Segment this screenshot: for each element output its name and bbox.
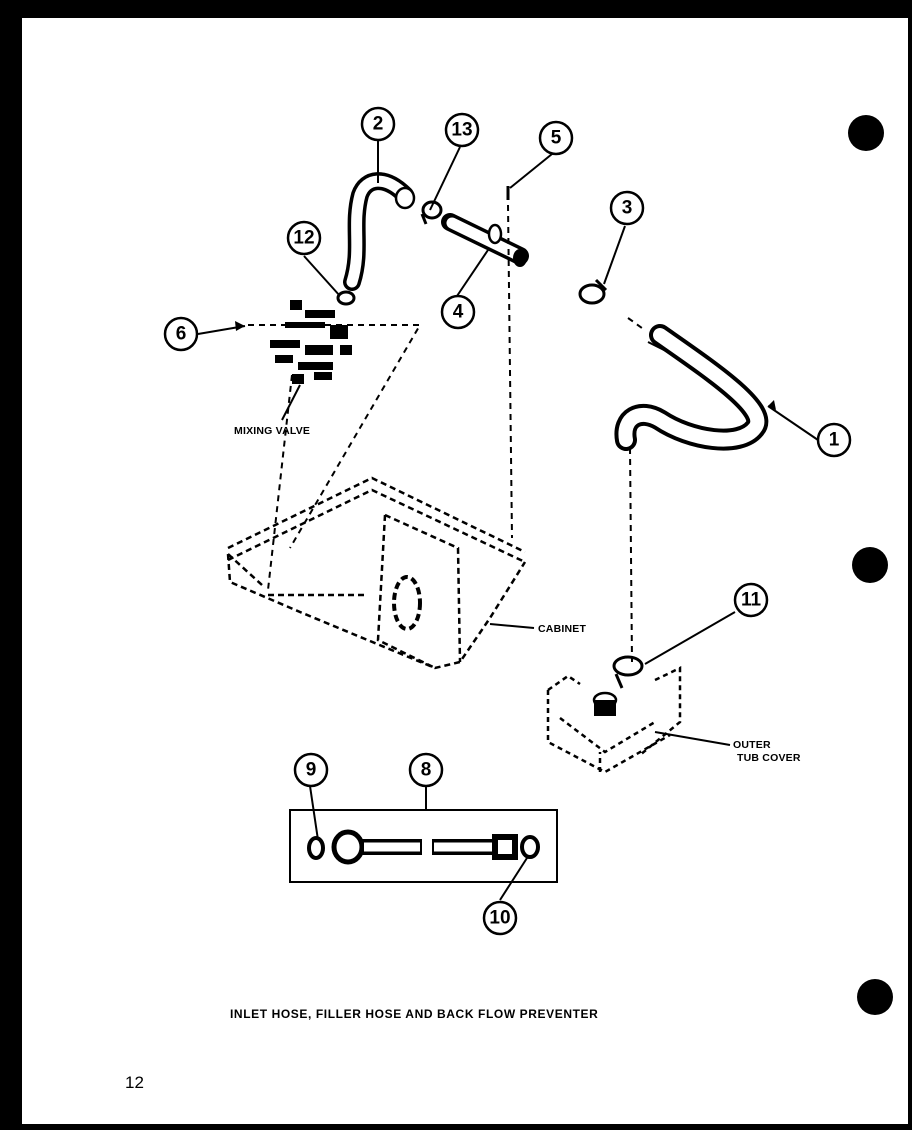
callout-13: 13 — [451, 120, 472, 141]
callout-6: 6 — [176, 324, 187, 345]
callout-circle-1 — [816, 422, 852, 458]
callout-12: 11 — [741, 590, 762, 611]
part-11-clamp — [336, 290, 356, 306]
callout-4: 4 — [453, 302, 464, 323]
callout-1: 1 — [829, 430, 840, 451]
part-10-washer — [520, 835, 540, 859]
part-1-inlet-hose — [614, 324, 769, 451]
part-9-washer — [307, 836, 325, 860]
callout-9: 9 — [306, 760, 317, 781]
callout-11: 12 — [293, 228, 314, 249]
callout-10: 10 — [489, 908, 510, 929]
callout-circle-8 — [408, 752, 444, 788]
outer-tub-cover — [546, 666, 682, 774]
callout-5: 5 — [551, 128, 562, 149]
callout-circle-12 — [733, 582, 769, 618]
label-mixing-valve: MIXING VALVE — [234, 425, 310, 437]
page-number: 12 — [125, 1073, 144, 1092]
callout-circle-4 — [440, 294, 476, 330]
callout-2: 2 — [373, 114, 384, 135]
leader-lines — [197, 140, 819, 901]
label-tub-cover: TUB COVER — [737, 752, 801, 764]
binder-hole-middle — [852, 547, 888, 583]
callout-circle-11 — [286, 220, 322, 256]
assembly-lines — [248, 204, 643, 663]
callout-circle-6 — [163, 316, 199, 352]
part-2-filler-hose — [343, 172, 416, 291]
callout-circle-13 — [444, 112, 480, 148]
part-12-clamp — [612, 655, 644, 689]
callout-8: 8 — [421, 760, 432, 781]
diagram-caption: INLET HOSE, FILLER HOSE AND BACK FLOW PR… — [230, 1007, 598, 1021]
label-cabinet: CABINET — [538, 623, 586, 635]
callout-circle-2 — [360, 106, 396, 142]
callout-3: 3 — [622, 198, 633, 219]
cabinet-opening — [392, 575, 422, 631]
part-3-clamp — [578, 278, 608, 305]
part-8-inlet-hose — [331, 829, 518, 865]
part-13-clamp — [420, 200, 443, 225]
callout-circle-10 — [482, 900, 518, 936]
callout-circle-5 — [538, 120, 574, 156]
callout-circle-9 — [293, 752, 329, 788]
tub-cover-spout — [592, 691, 618, 716]
arrowheads — [235, 321, 776, 410]
cabinet — [226, 476, 527, 670]
label-outer: OUTER — [733, 739, 771, 751]
callout-circle-3 — [609, 190, 645, 226]
binder-hole-bottom — [857, 979, 893, 1015]
page-paper — [22, 18, 908, 1124]
binder-hole-top — [848, 115, 884, 151]
hose-kit-box — [289, 809, 558, 883]
